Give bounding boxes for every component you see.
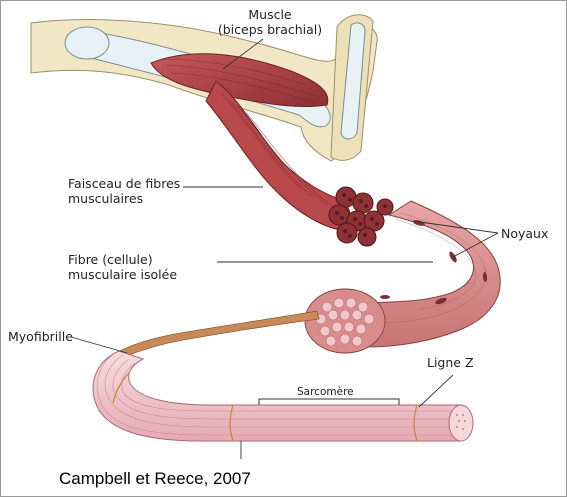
label-fibre-line2: musculaire isolée <box>68 267 178 282</box>
label-noyaux: Noyaux <box>501 226 549 241</box>
muscle-fibre <box>365 200 501 348</box>
leader-ligne-z <box>418 374 454 408</box>
label-faisceau-line2: musculaires <box>68 191 144 206</box>
label-muscle-line1: Muscle <box>248 7 292 22</box>
z-lines <box>112 372 418 442</box>
label-fibre-line1: Fibre (cellule) <box>68 252 153 267</box>
label-ligne-z: Ligne Z <box>427 355 474 370</box>
label-sarcomere: Sarcomère <box>297 386 354 398</box>
credit-text: Campbell et Reece, 2007 <box>59 469 251 488</box>
nuclei <box>380 220 488 305</box>
fascicle-bundle <box>328 186 394 247</box>
shoulder-joint <box>64 26 110 60</box>
fibre-cross-section <box>304 288 386 354</box>
leader-myofibrille <box>70 336 128 354</box>
label-muscle: Muscle (biceps brachial) <box>209 7 331 37</box>
myofibril-strand <box>115 310 320 360</box>
label-fibre: Fibre (cellule) musculaire isolée <box>68 252 177 282</box>
label-muscle-line2: (biceps brachial) <box>217 22 323 37</box>
leader-muscle <box>222 38 264 70</box>
forearm-bone <box>340 22 366 140</box>
label-faisceau: Faisceau de fibres musculaires <box>68 176 180 206</box>
myofibril-end <box>448 404 474 442</box>
leader-noyaux-b <box>452 232 499 258</box>
myofibril <box>92 350 462 442</box>
leader-noyaux-a <box>412 220 499 234</box>
label-myofibrille: Myofibrille <box>8 329 73 344</box>
sarcomere-bracket <box>258 398 400 405</box>
label-faisceau-line1: Faisceau de fibres <box>68 176 181 191</box>
